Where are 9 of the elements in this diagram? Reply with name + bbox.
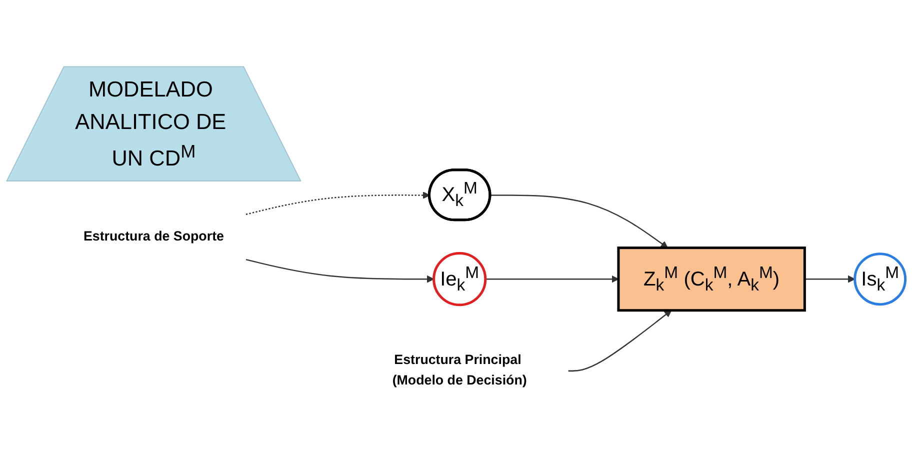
- arrow: [246, 192, 430, 216]
- arrow: [485, 276, 619, 284]
- node-box: Z$_{k}$$^{M}$ (C$_{k}$$^{M}$, A$_{k}$$^{M}$): [617, 246, 806, 312]
- node-text: Estructura de Soporte: [83, 230, 224, 244]
- arrow: [490, 194, 668, 249]
- node-text: Estructura Principal (Modelo de Decisión): [392, 354, 527, 388]
- arrow: [568, 310, 672, 372]
- arrow: [804, 276, 856, 284]
- arrow: [246, 259, 434, 284]
